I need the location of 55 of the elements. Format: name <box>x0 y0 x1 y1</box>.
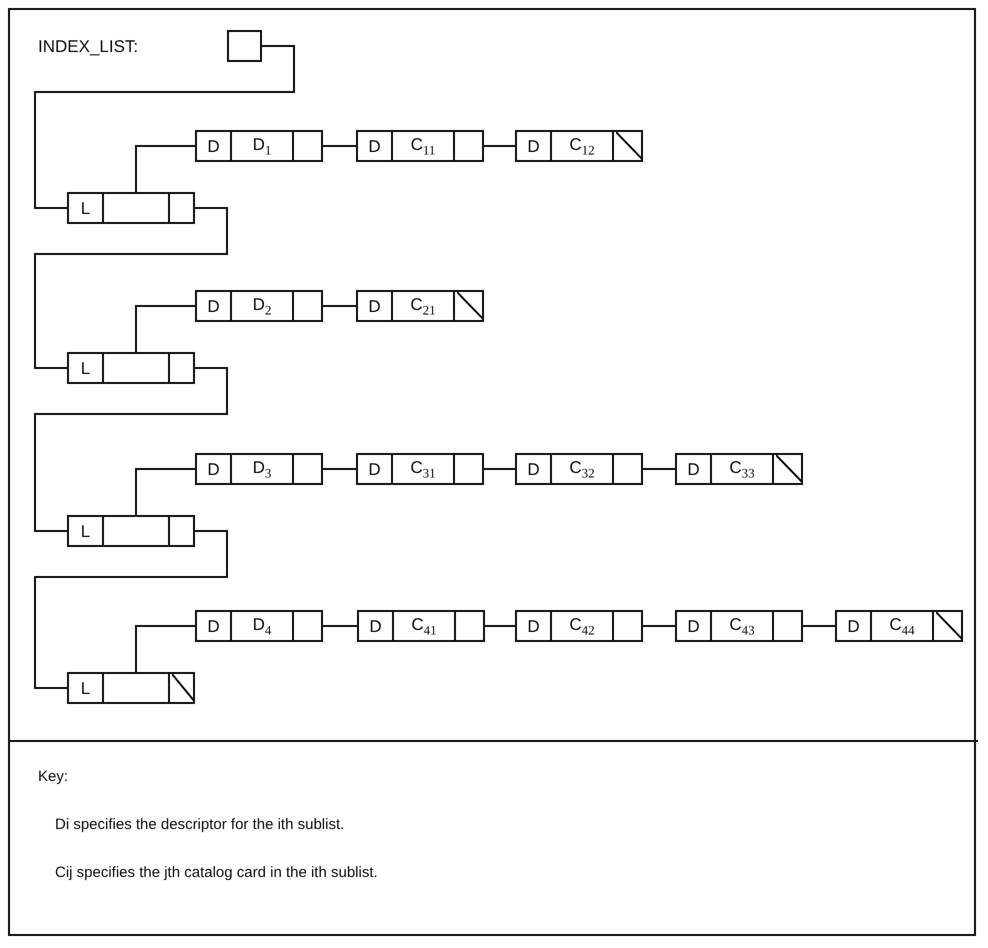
record-type-tag: D <box>368 138 381 154</box>
record-name: C$_{32}$ <box>569 458 595 480</box>
record-type-tag: D <box>369 618 382 634</box>
record-type-tag: D <box>527 138 540 154</box>
record-box <box>675 610 803 642</box>
record-box <box>67 672 195 704</box>
record-box <box>356 130 484 162</box>
record-name: C$_{42}$ <box>569 616 595 636</box>
record-box <box>356 290 484 322</box>
record-type-tag: D <box>687 618 700 634</box>
record-type-tag: L <box>80 200 90 216</box>
record-type-tag: L <box>80 360 90 376</box>
record-type-tag: D <box>207 618 220 634</box>
record-type-tag: D <box>207 138 220 154</box>
record-type-tag: D <box>527 618 540 634</box>
record-box <box>67 192 195 224</box>
record-box <box>515 130 643 162</box>
record-box <box>515 610 643 642</box>
record-name: C$_{44}$ <box>889 616 915 636</box>
list-name-label: INDEX_LIST: <box>38 37 138 57</box>
pointer-box <box>227 30 262 62</box>
record-name: C$_{31}$ <box>410 458 436 480</box>
record-name: D$_{2}$ <box>252 296 272 316</box>
record-name: C$_{11}$ <box>410 136 436 156</box>
record-type-tag: L <box>80 522 90 540</box>
record-box <box>356 453 484 485</box>
record-box <box>195 290 323 322</box>
record-box <box>835 610 963 642</box>
record-box <box>195 453 323 485</box>
record-name: D$_{1}$ <box>252 136 272 156</box>
record-type-tag: D <box>527 460 540 478</box>
record-box <box>357 610 485 642</box>
record-name: C$_{21}$ <box>410 296 436 316</box>
record-name: D$_{4}$ <box>252 616 272 636</box>
record-type-tag: D <box>687 460 700 478</box>
record-type-tag: D <box>368 460 381 478</box>
record-name: C$_{33}$ <box>729 458 755 480</box>
key-note: Cij specifies the jth catalog card in the ith sublist. <box>55 864 378 881</box>
record-box <box>195 610 323 642</box>
record-type-tag: D <box>368 298 381 314</box>
record-type-tag: D <box>207 460 220 478</box>
record-name: C$_{41}$ <box>411 616 437 636</box>
record-name: C$_{43}$ <box>729 616 755 636</box>
record-box <box>675 453 803 485</box>
record-box <box>67 352 195 384</box>
record-box <box>67 515 195 547</box>
record-box <box>195 130 323 162</box>
record-box <box>515 453 643 485</box>
record-name: C$_{12}$ <box>569 136 595 156</box>
record-type-tag: D <box>207 298 220 314</box>
record-name: D$_{3}$ <box>252 458 272 480</box>
record-type-tag: L <box>80 680 90 696</box>
key-note: Di specifies the descriptor for the ith sublist. <box>55 816 344 833</box>
record-type-tag: D <box>847 618 860 634</box>
key-heading: Key: <box>38 768 68 785</box>
